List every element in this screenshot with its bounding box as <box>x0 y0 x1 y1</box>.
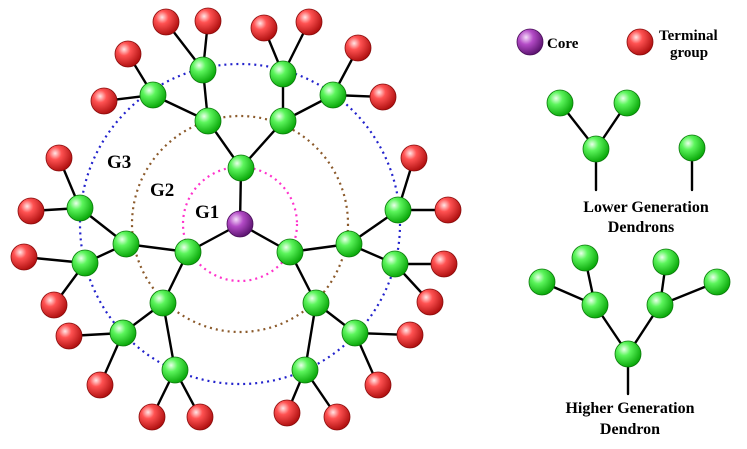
branch-sphere <box>149 289 177 317</box>
terminal-sphere <box>400 144 428 172</box>
branch-sphere <box>646 291 674 319</box>
terminal-sphere <box>152 8 180 36</box>
legend-terminal-label-line1: Terminal <box>659 28 718 44</box>
branch-sphere <box>613 89 641 117</box>
terminal-sphere <box>40 291 68 319</box>
branch-sphere <box>384 196 412 224</box>
branch-sphere <box>109 319 137 347</box>
branch-sphere <box>652 248 680 276</box>
dendrimer-spheres <box>10 7 731 431</box>
branch-sphere <box>528 268 556 296</box>
terminal-sphere <box>430 250 458 278</box>
terminal-sphere <box>45 144 73 172</box>
label-g2: G2 <box>150 180 174 201</box>
terminal-sphere <box>86 371 114 399</box>
branch-sphere <box>161 356 189 384</box>
branch-sphere <box>189 56 217 84</box>
terminal-sphere <box>626 28 654 56</box>
branch-sphere <box>194 107 222 135</box>
branch-sphere <box>678 134 706 162</box>
core-sphere <box>516 28 544 56</box>
branch-sphere <box>291 356 319 384</box>
branch-sphere <box>139 81 167 109</box>
ring-g1 <box>181 165 299 283</box>
terminal-sphere <box>55 322 83 350</box>
branch-sphere <box>335 230 363 258</box>
branch-sphere <box>71 249 99 277</box>
branch-sphere <box>276 238 304 266</box>
lower-dendrons-caption-line1: Lower Generation <box>583 199 709 216</box>
legend-core-label: Core <box>547 36 579 52</box>
terminal-sphere <box>114 40 142 68</box>
ring-g3 <box>78 62 402 386</box>
ring-g2 <box>130 114 350 334</box>
branch-sphere <box>582 135 610 163</box>
higher-dendron-caption-line1: Higher Generation <box>565 400 694 417</box>
terminal-sphere <box>90 87 118 115</box>
lower-dendrons-caption-line2: Dendrons <box>608 219 674 236</box>
terminal-sphere <box>17 197 45 225</box>
terminal-sphere <box>186 403 214 431</box>
core-sphere <box>226 210 254 238</box>
branch-sphere <box>546 89 574 117</box>
terminal-sphere <box>416 288 444 316</box>
branch-sphere <box>381 250 409 278</box>
terminal-sphere <box>295 8 323 36</box>
terminal-sphere <box>396 321 424 349</box>
branch-sphere <box>341 319 369 347</box>
branch-sphere <box>269 107 297 135</box>
branch-sphere <box>66 194 94 222</box>
legend-terminal-label-line2: group <box>670 45 708 61</box>
terminal-sphere <box>323 403 351 431</box>
branch-sphere <box>269 60 297 88</box>
branch-sphere <box>174 238 202 266</box>
branch-sphere <box>614 340 642 368</box>
branch-sphere <box>581 291 609 319</box>
branch-sphere <box>703 268 731 296</box>
terminal-sphere <box>344 34 372 62</box>
terminal-sphere <box>369 83 397 111</box>
label-g1: G1 <box>195 202 219 223</box>
branch-sphere <box>571 244 599 272</box>
terminal-sphere <box>273 399 301 427</box>
branch-sphere <box>302 289 330 317</box>
branch-sphere <box>112 230 140 258</box>
label-g3: G3 <box>107 152 131 173</box>
terminal-sphere <box>434 196 462 224</box>
terminal-sphere <box>364 371 392 399</box>
legend: Core Terminal group <box>547 28 718 61</box>
terminal-sphere <box>138 403 166 431</box>
branch-sphere <box>227 154 255 182</box>
higher-dendron-caption-line2: Dendron <box>600 421 660 438</box>
branch-sphere <box>319 81 347 109</box>
generation-rings <box>78 62 402 386</box>
terminal-sphere <box>10 243 38 271</box>
terminal-sphere <box>250 14 278 42</box>
terminal-sphere <box>194 7 222 35</box>
